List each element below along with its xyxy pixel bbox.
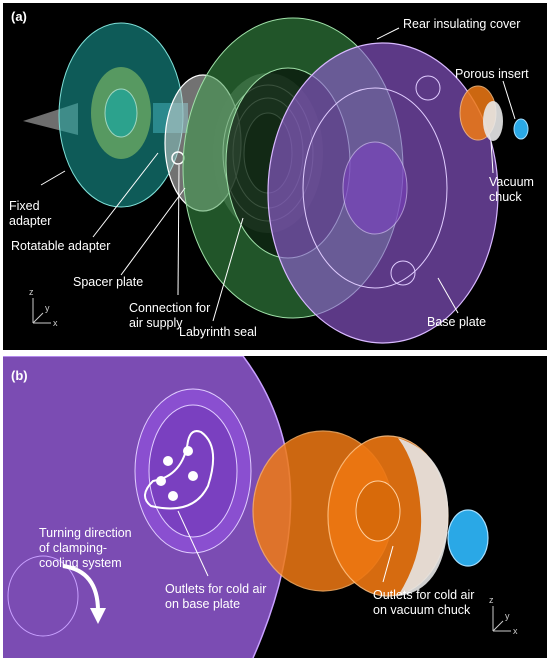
label-labyrinth-seal: Labyrinth seal <box>179 325 257 339</box>
vacuum-chuck-detail <box>252 430 449 597</box>
axis-triad-b <box>492 606 511 632</box>
porous-insert-detail <box>447 509 489 567</box>
axis-z-a: z <box>29 287 34 297</box>
label-fixed-adapter: Fixed adapter <box>9 199 52 228</box>
axis-x-b: x <box>513 626 518 636</box>
label-turning-direction: Turning direction of clamping- cooling s… <box>39 526 132 570</box>
chuck-face-white <box>398 438 449 596</box>
panel-b-illustration: z y x <box>3 356 518 658</box>
vacuum-chuck-part <box>459 85 503 141</box>
axis-y-a: y <box>45 303 50 313</box>
label-base-plate: Base plate <box>427 315 487 329</box>
label-rotatable-adapter: Rotatable adapter <box>11 239 111 253</box>
axis-y-b: y <box>505 611 510 621</box>
turning-direction-arrow <box>62 564 100 612</box>
panel-a-exploded-view: z y x (a) Rear insulating cover Porous i… <box>3 3 547 350</box>
axis-triad-a <box>32 298 51 324</box>
panel-a-label: (a) <box>11 9 27 24</box>
label-connection-air-supply: Connection for air supply <box>129 301 211 330</box>
porous-insert-part <box>513 118 529 140</box>
leader-lines-a <box>40 27 516 322</box>
label-spacer-plate: Spacer plate <box>73 275 144 289</box>
label-rear-insulating-cover: Rear insulating cover <box>403 17 521 31</box>
label-vacuum-chuck: Vacuum chuck <box>489 175 534 204</box>
base-plate-detail <box>3 356 292 658</box>
panel-a-illustration: z y x <box>23 17 529 344</box>
label-outlets-vacuum-chuck: Outlets for cold air on vacuum chuck <box>373 588 475 617</box>
outlets-outline-base-plate <box>144 430 215 510</box>
axis-z-b: z <box>489 595 494 605</box>
leader-lines-b <box>177 510 394 583</box>
turning-arrow-head <box>90 608 106 624</box>
axis-x-a: x <box>53 318 58 328</box>
panel-b-detail-view: z y x (b) Turning direction of clamping-… <box>3 356 547 658</box>
label-porous-insert: Porous insert <box>455 67 529 81</box>
panel-b-label: (b) <box>11 368 28 383</box>
label-outlets-base-plate: Outlets for cold air on base plate <box>165 582 267 611</box>
base-plate-part <box>267 42 499 344</box>
